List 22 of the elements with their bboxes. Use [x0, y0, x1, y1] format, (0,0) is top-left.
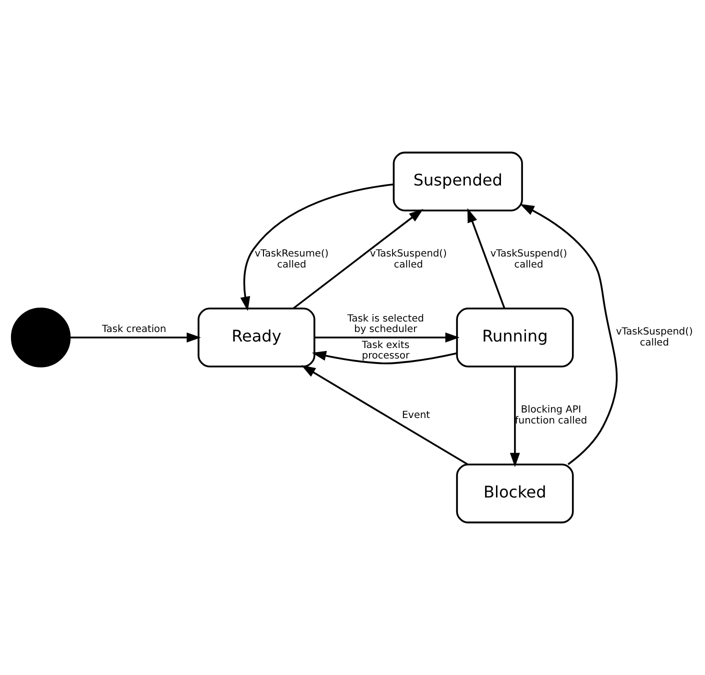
arrow — [301, 365, 468, 466]
node-box: Running — [456, 308, 574, 368]
arrow — [240, 184, 394, 311]
node-box: Suspended — [392, 152, 523, 212]
edge-label: Event — [402, 410, 430, 421]
arrow — [510, 366, 520, 468]
edge-label: Task exits processor — [362, 340, 410, 362]
edge-label: Task creation — [102, 324, 166, 335]
arrow — [314, 332, 460, 342]
edge-label: vTaskSuspend() called — [370, 248, 447, 270]
arrow — [520, 204, 618, 466]
arrow — [292, 208, 424, 310]
node-box: Blocked — [456, 464, 574, 524]
node-circle — [10, 308, 71, 368]
edge-label: Task is selected by scheduler — [347, 313, 424, 335]
node-box: Ready — [198, 308, 316, 368]
edge-label: vTaskResume() called — [254, 248, 329, 270]
edge-label: vTaskSuspend() called — [616, 326, 693, 348]
edge-label: vTaskSuspend() called — [490, 248, 568, 270]
arrow — [467, 208, 506, 309]
arrow — [312, 350, 458, 364]
arrow — [70, 332, 201, 342]
